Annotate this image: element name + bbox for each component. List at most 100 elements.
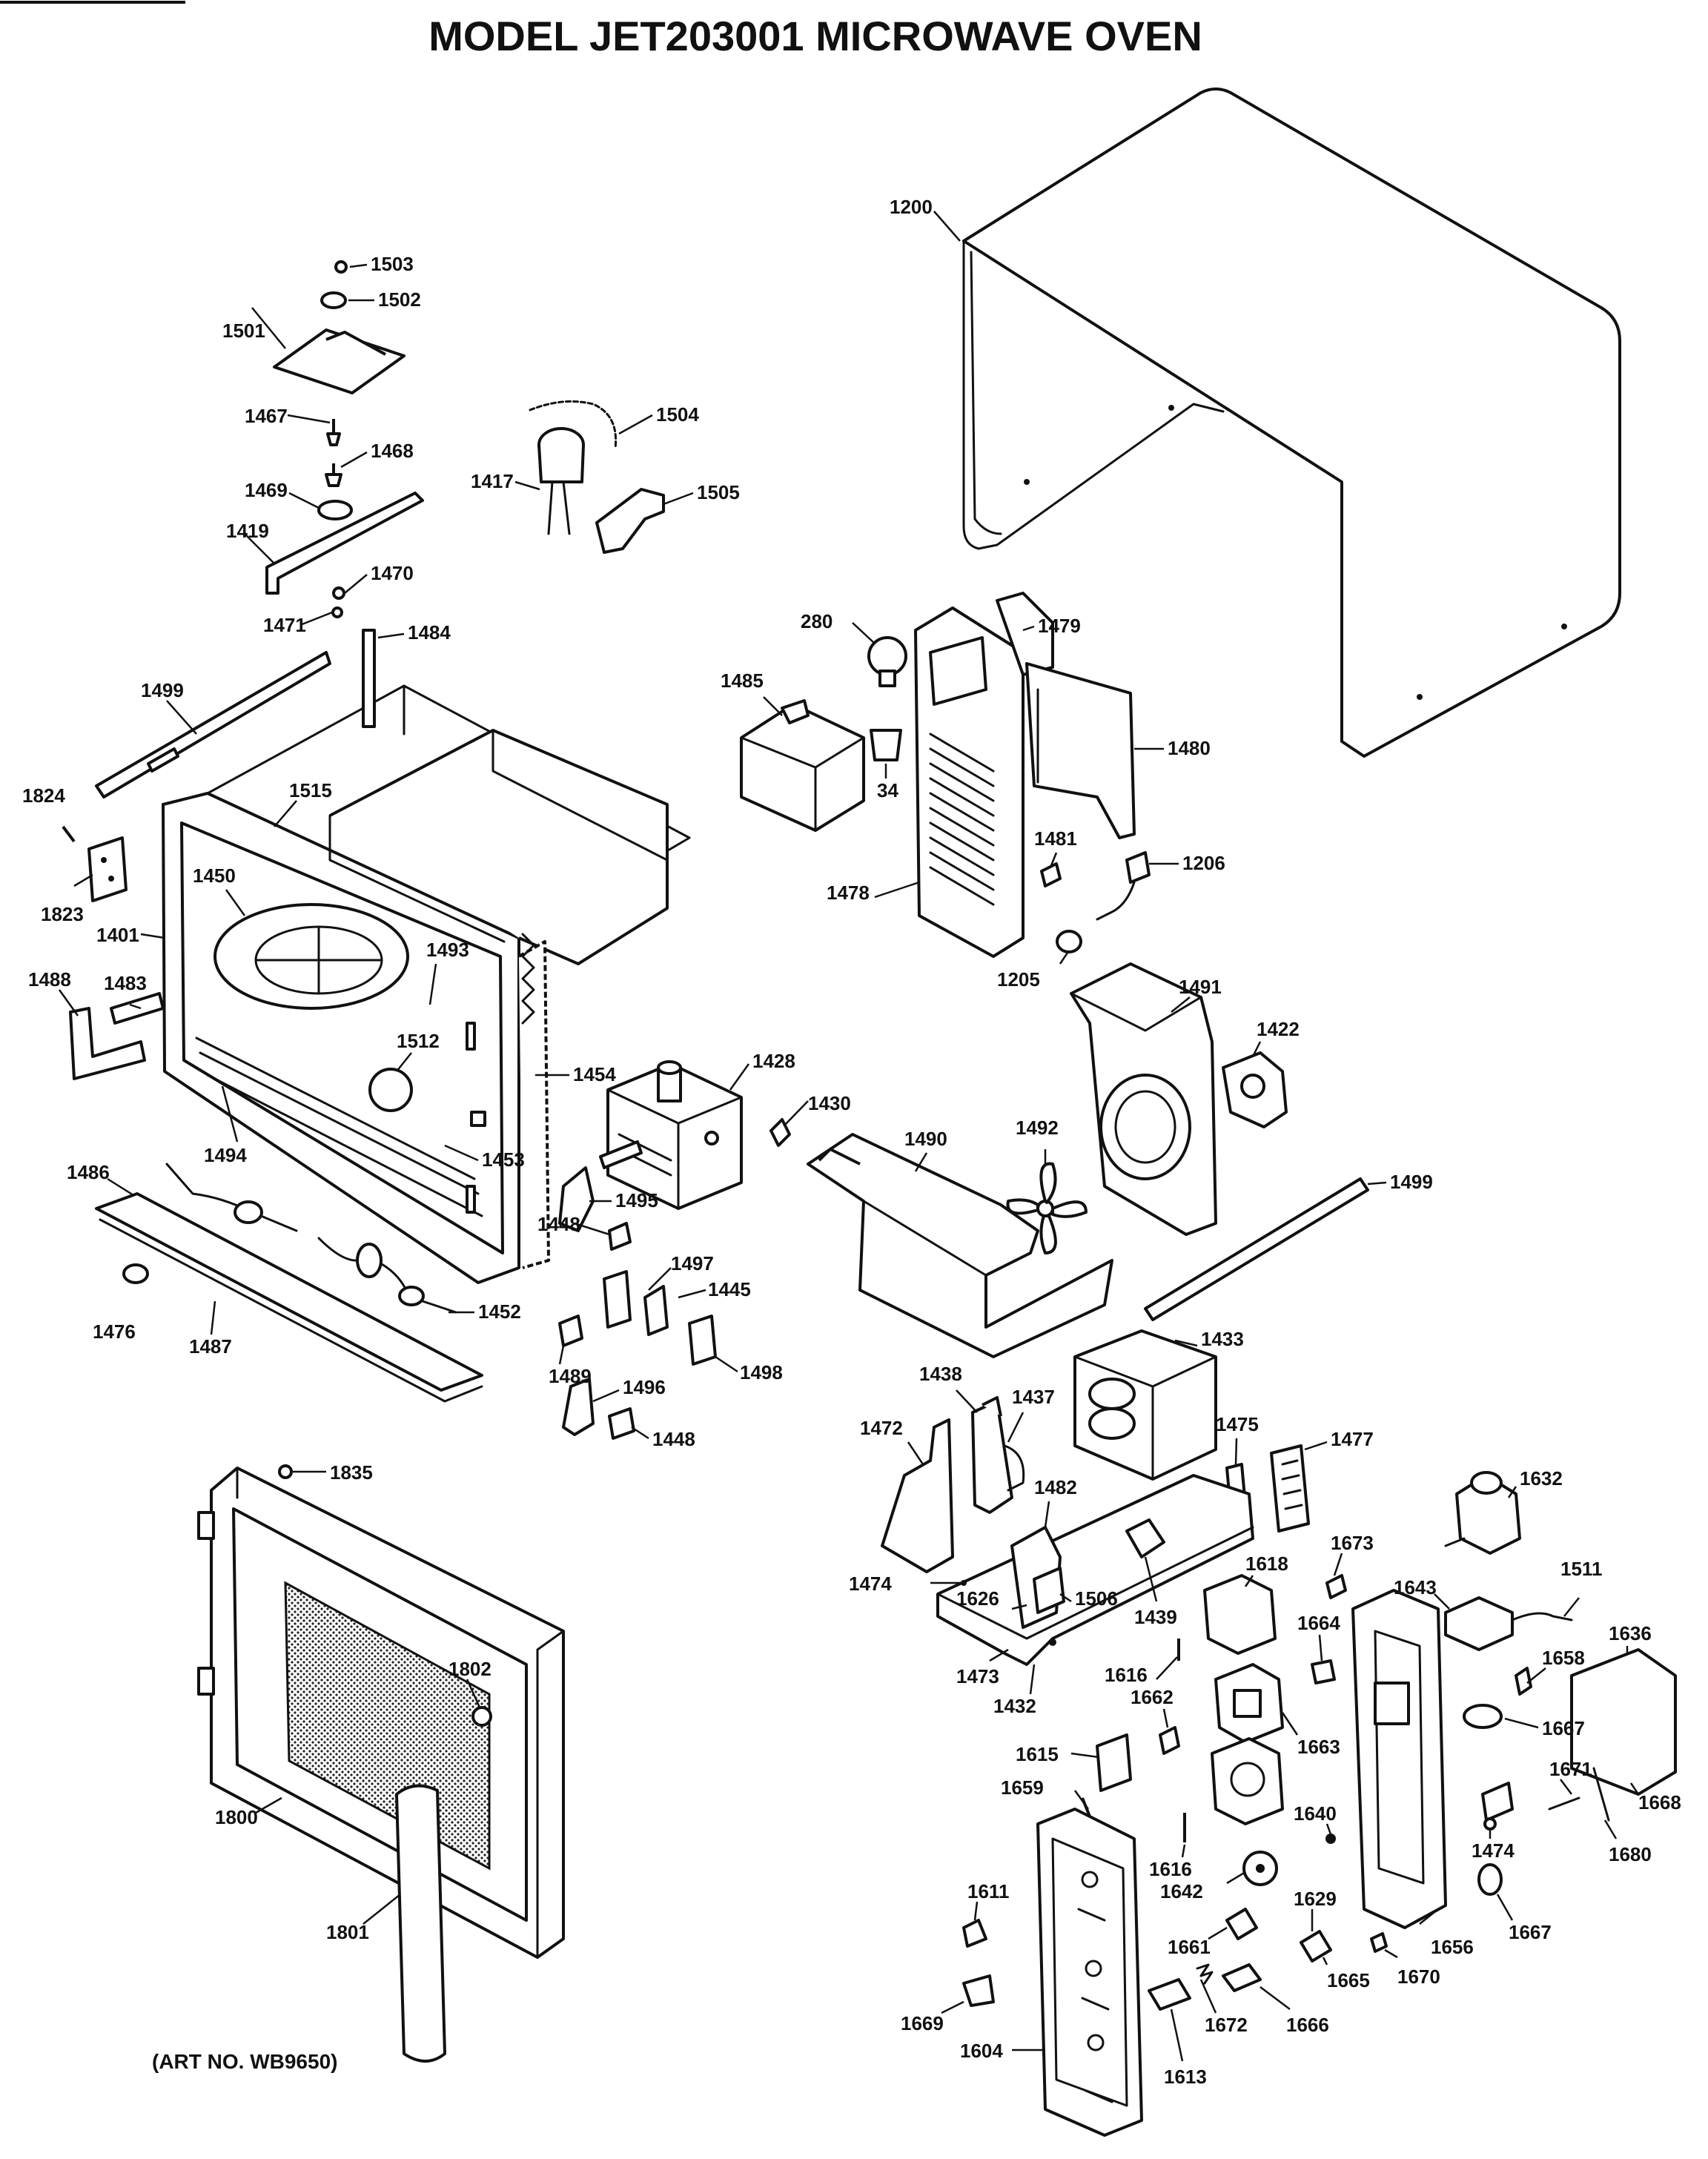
label-1437: 1437 [1012,1386,1055,1408]
part-fan-orifice-drawing [1070,962,1217,1236]
label-1484: 1484 [408,621,451,644]
part-control-shield-drawing [1203,1574,1284,1825]
label-1453: 1453 [482,1148,525,1171]
label-1501: 1501 [222,320,265,342]
label-1488: 1488 [28,968,71,991]
label-1419: 1419 [226,520,269,542]
part-air-duct-drawing [914,606,1025,958]
part-top-rail-left-drawing [95,651,331,799]
label-1432: 1432 [993,1695,1036,1717]
part-duct-hardware-drawing [1040,851,1151,953]
label-1478: 1478 [827,882,870,904]
label-1615: 1615 [1016,1743,1059,1765]
label-1492: 1492 [1016,1117,1059,1139]
label-1205: 1205 [997,968,1040,991]
label-1656: 1656 [1431,1936,1474,1958]
label-1680: 1680 [1609,1843,1652,1865]
part-stirrer-motor-drawing [529,400,665,554]
label-1474-right: 1474 [1472,1839,1515,1862]
part-air-guide-drawing [807,1133,1113,1358]
part-fan-motor-drawing [1222,1051,1288,1128]
label-1433: 1433 [1201,1328,1244,1350]
label-1667-upper: 1667 [1542,1717,1585,1739]
label-1483: 1483 [104,972,147,994]
label-1665: 1665 [1327,1969,1370,1991]
label-1448-lower: 1448 [652,1428,695,1450]
label-1823: 1823 [41,903,84,925]
label-1661: 1661 [1168,1936,1211,1958]
part-transformer-drawing [1073,1329,1217,1481]
part-oven-cavity-drawing [162,629,691,1284]
part-control-panel-drawing [1036,1808,1143,2137]
label-34: 34 [877,779,898,801]
label-1498: 1498 [740,1361,783,1383]
label-1616-upper: 1616 [1105,1664,1148,1686]
label-1480: 1480 [1168,737,1211,759]
label-1632: 1632 [1520,1467,1563,1490]
part-duct-side-drawing [996,592,1136,839]
callout-labels: 1200 1503 1502 1501 1467 1468 1469 1419 … [22,196,1681,2088]
label-1489: 1489 [549,1365,592,1387]
label-1666: 1666 [1286,2014,1329,2036]
label-1428: 1428 [752,1050,795,1072]
label-1835: 1835 [330,1461,373,1484]
part-capacitor-bracket-drawing [881,1418,954,1573]
label-1626: 1626 [956,1587,999,1610]
part-fan-blade-drawing [1006,1162,1088,1254]
label-1479: 1479 [1038,615,1081,637]
label-1493: 1493 [426,939,469,961]
label-1503: 1503 [371,253,414,275]
part-magnetron-drawing [606,1060,743,1210]
part-side-bracket-drawing [69,992,165,1080]
label-1642: 1642 [1160,1880,1203,1902]
label-1515: 1515 [289,779,332,801]
label-1430: 1430 [808,1092,851,1114]
label-1445: 1445 [708,1278,751,1300]
label-1494: 1494 [204,1144,247,1166]
label-1452: 1452 [478,1300,521,1323]
label-1613: 1613 [1164,2066,1207,2088]
part-choke-coil-drawing [521,933,535,1025]
label-1667-lower: 1667 [1509,1921,1552,1943]
label-1485: 1485 [721,669,764,692]
label-1468: 1468 [371,440,414,462]
part-hinge-left-drawing [62,825,128,902]
part-interlock-switches-drawing [558,1118,791,1440]
label-1673: 1673 [1331,1532,1374,1554]
label-1422: 1422 [1257,1018,1300,1040]
label-1467: 1467 [245,405,288,427]
part-lamp-cover-drawing [740,699,865,832]
label-1454: 1454 [573,1063,616,1085]
label-1401: 1401 [96,924,139,946]
label-1481: 1481 [1034,827,1077,850]
part-capacitor-drawing [971,1396,1025,1514]
part-door-drawing [197,1464,565,2063]
part-lower-controls-drawing [1148,1834,1388,2011]
label-1504: 1504 [656,403,699,426]
part-outer-cabinet-drawing [962,87,1621,758]
label-1616-lower: 1616 [1149,1858,1192,1880]
label-1476: 1476 [93,1320,136,1343]
label-1800: 1800 [215,1806,258,1828]
art-number: (ART NO. WB9650) [152,2050,337,2073]
label-1640: 1640 [1294,1802,1337,1825]
label-1499-left: 1499 [141,679,184,701]
label-1499-right: 1499 [1390,1171,1433,1193]
label-1663: 1663 [1297,1736,1340,1758]
label-1438: 1438 [919,1363,962,1385]
label-1611: 1611 [967,1880,1009,1902]
label-1486: 1486 [67,1161,110,1183]
label-1658: 1658 [1542,1647,1585,1669]
label-1662: 1662 [1131,1686,1174,1708]
part-control-hardware-drawing [1081,1639,1336,1842]
label-1472: 1472 [860,1417,903,1439]
label-1511: 1511 [1560,1558,1602,1580]
label-1200: 1200 [890,196,933,218]
label-1439: 1439 [1134,1606,1177,1628]
label-280: 280 [801,610,833,632]
label-1604: 1604 [960,2040,1003,2062]
part-right-cluster-drawing [1463,1648,1677,1896]
label-1490: 1490 [904,1128,947,1150]
label-1496: 1496 [623,1376,666,1398]
label-1495: 1495 [615,1189,658,1211]
